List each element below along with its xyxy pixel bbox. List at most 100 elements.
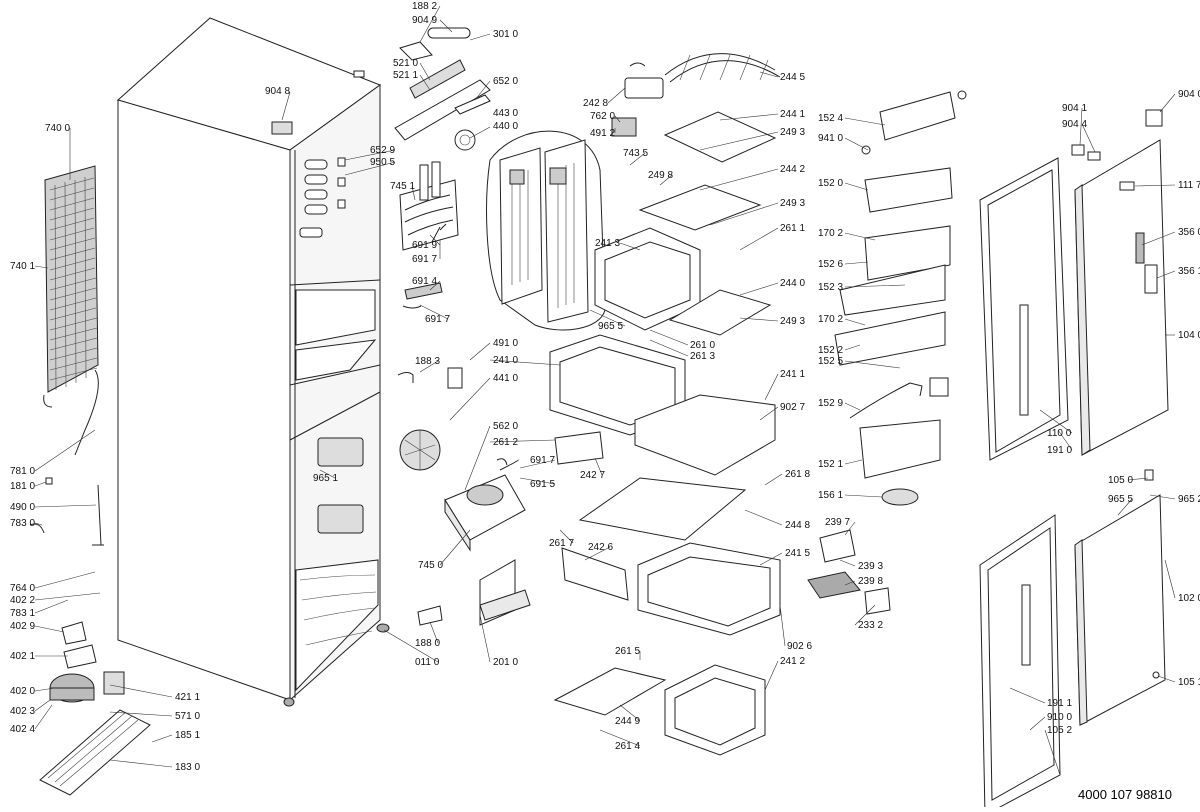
part-label: 242 8 xyxy=(583,98,609,109)
glass-shelves xyxy=(553,53,891,716)
part-label: 183 0 xyxy=(175,762,201,773)
part-label: 356 0 xyxy=(1178,227,1200,238)
part-label: 691 7 xyxy=(412,254,438,265)
part-label: 691 7 xyxy=(530,455,556,466)
leader-line xyxy=(1009,687,1046,704)
leader-line xyxy=(34,265,49,269)
leader-line xyxy=(411,185,416,201)
part-label: 188 3 xyxy=(415,356,441,367)
part-label: 241 5 xyxy=(785,548,811,559)
part-label: 902 7 xyxy=(780,402,806,413)
leader-line xyxy=(709,202,779,226)
leader-line xyxy=(109,759,173,768)
part-label: 241 0 xyxy=(493,355,519,366)
part-label: 402 0 xyxy=(10,686,36,697)
leader-line xyxy=(1117,498,1133,516)
part-label: 902 6 xyxy=(787,641,813,652)
part-label: 740 0 xyxy=(45,123,71,134)
condenser-coil xyxy=(43,165,99,408)
leader-line xyxy=(629,152,646,166)
leader-line xyxy=(844,459,863,465)
leader-line xyxy=(34,599,69,614)
document-code: 4000 107 98810 xyxy=(1078,787,1172,802)
part-label: 301 0 xyxy=(493,29,519,40)
leader-line xyxy=(607,87,626,104)
fridge-door xyxy=(979,109,1169,461)
top-panel-parts xyxy=(394,27,491,151)
part-label: 910 0 xyxy=(1047,712,1073,723)
leader-line xyxy=(1127,477,1149,481)
part-label: 691 7 xyxy=(425,314,451,325)
part-label: 904 8 xyxy=(265,86,291,97)
leader-line xyxy=(854,604,876,626)
part-label: 241 2 xyxy=(780,656,806,667)
leader-line xyxy=(34,704,53,730)
part-label: 356 1 xyxy=(1178,266,1200,277)
leader-line xyxy=(649,329,689,346)
part-label: 443 0 xyxy=(493,108,519,119)
part-label: 965 5 xyxy=(1108,494,1134,505)
part-label: 242 6 xyxy=(588,542,614,553)
part-label: 102 0 xyxy=(1178,593,1200,604)
part-label: 783 0 xyxy=(10,518,36,529)
leader-line xyxy=(1156,270,1176,279)
part-label: 965 5 xyxy=(598,321,624,332)
part-label: 239 7 xyxy=(825,517,851,528)
leader-line xyxy=(449,377,491,421)
part-label: 745 1 xyxy=(390,181,416,192)
leader-line xyxy=(109,711,173,717)
leader-line xyxy=(844,494,883,498)
door-bins xyxy=(834,90,967,506)
part-label: 965 2 xyxy=(1178,494,1200,505)
part-label: 152 4 xyxy=(818,113,844,124)
leader-line xyxy=(429,280,441,291)
part-label: 170 2 xyxy=(818,314,844,325)
leader-line xyxy=(584,546,611,561)
part-label: 261 8 xyxy=(785,469,811,480)
leader-line xyxy=(1039,409,1073,434)
leader-line xyxy=(719,113,779,121)
leader-line xyxy=(844,284,906,288)
part-label: 402 3 xyxy=(10,706,36,717)
part-label: 691 5 xyxy=(530,479,556,490)
part-label: 105 2 xyxy=(1047,725,1073,736)
part-label: 762 0 xyxy=(590,111,616,122)
leader-line xyxy=(614,115,621,123)
leader-line xyxy=(764,473,783,486)
part-label: 249 3 xyxy=(780,127,806,138)
part-label: 491 0 xyxy=(493,338,519,349)
part-label: 261 5 xyxy=(615,646,641,657)
leader-line xyxy=(439,529,471,566)
part-label: 244 1 xyxy=(780,109,806,120)
leader-line xyxy=(1149,494,1176,500)
leader-line xyxy=(519,477,556,485)
leader-line xyxy=(344,161,396,176)
leader-line xyxy=(479,614,491,663)
leader-line xyxy=(429,621,439,644)
leader-line xyxy=(759,552,783,566)
leader-line xyxy=(559,529,574,544)
leader-line xyxy=(844,580,856,586)
leader-line xyxy=(844,137,869,151)
leader-line xyxy=(344,149,396,161)
leader-line xyxy=(419,304,449,320)
part-label: 249 3 xyxy=(780,198,806,209)
leader-line xyxy=(1157,675,1176,683)
leader-line xyxy=(1079,107,1083,146)
leader-line xyxy=(469,342,491,361)
leader-line xyxy=(844,261,869,265)
part-label: 105 0 xyxy=(1108,475,1134,486)
part-label: 152 5 xyxy=(818,356,844,367)
part-label: 152 3 xyxy=(818,282,844,293)
leader-line xyxy=(383,629,439,663)
evaporator-detail xyxy=(486,130,606,331)
part-label: 402 4 xyxy=(10,724,36,735)
leader-line xyxy=(844,521,856,536)
leader-line xyxy=(34,625,65,633)
leader-line xyxy=(34,592,101,601)
compressor-unit xyxy=(417,458,531,626)
part-label: 950 5 xyxy=(370,157,396,168)
part-label: 783 1 xyxy=(10,608,36,619)
